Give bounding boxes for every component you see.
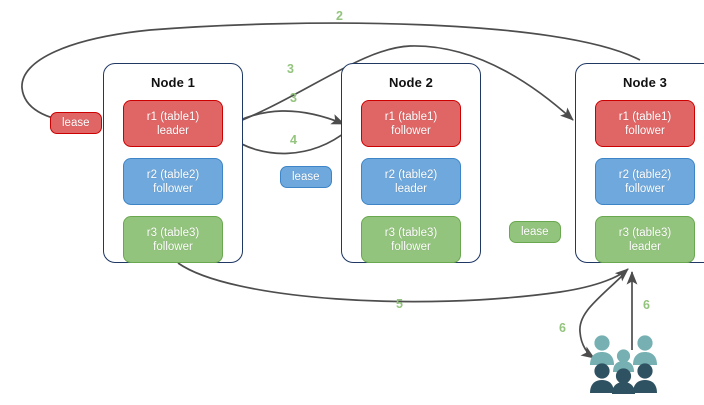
replica-name: r1 (table1) — [384, 110, 438, 123]
arrow-step-6 — [579, 271, 627, 359]
node-card-node-1[interactable]: Node 1 r1 (table1) leader r2 (table2) fo… — [103, 63, 243, 263]
node-title: Node 3 — [623, 75, 667, 90]
arrow-step-5 — [177, 262, 629, 303]
replica-role: follower — [391, 124, 431, 137]
node-card-node-2[interactable]: Node 2 r1 (table1) follower r2 (table2) … — [341, 63, 481, 263]
replica-role: leader — [395, 182, 427, 195]
replica-box-r3[interactable]: r3 (table3) follower — [123, 216, 223, 263]
arrow-step-4 — [229, 129, 349, 155]
replica-role: leader — [157, 124, 189, 137]
replica-box-r1[interactable]: r1 (table1) leader — [123, 100, 223, 147]
replica-name: r2 (table2) — [384, 168, 438, 181]
step-label-3-upper: 3 — [287, 62, 294, 76]
replica-role: leader — [629, 240, 661, 253]
replica-name: r3 (table3) — [146, 226, 200, 239]
users-icon — [588, 332, 660, 394]
node-title: Node 1 — [151, 75, 195, 90]
step-label-6: 6 — [559, 321, 566, 335]
replica-name: r3 (table3) — [384, 226, 438, 239]
replica-name: r2 (table2) — [618, 168, 672, 181]
replica-role: follower — [153, 182, 193, 195]
lease-label: lease — [292, 171, 320, 183]
lease-badge-table3[interactable]: lease — [509, 221, 561, 243]
lease-badge-table1[interactable]: lease — [50, 112, 102, 134]
replica-box-r3[interactable]: r3 (table3) leader — [595, 216, 695, 263]
replica-box-r2[interactable]: r2 (table2) leader — [361, 158, 461, 205]
replica-box-r2[interactable]: r2 (table2) follower — [123, 158, 223, 205]
arrow-step-2 — [21, 22, 641, 127]
step-label-4: 4 — [290, 133, 297, 147]
replica-name: r1 (table1) — [618, 110, 672, 123]
replica-box-r1[interactable]: r1 (table1) follower — [595, 100, 695, 147]
step-label-5: 5 — [396, 297, 403, 311]
replica-role: follower — [625, 182, 665, 195]
replica-name: r1 (table1) — [146, 110, 200, 123]
replica-box-r2[interactable]: r2 (table2) follower — [595, 158, 695, 205]
step-label-3-lower: 3 — [290, 91, 297, 105]
replica-box-r1[interactable]: r1 (table1) follower — [361, 100, 461, 147]
node-card-node-3[interactable]: Node 3 r1 (table1) follower r2 (table2) … — [575, 63, 704, 263]
lease-badge-table2[interactable]: lease — [280, 166, 332, 188]
lease-label: lease — [62, 117, 90, 129]
replica-role: follower — [153, 240, 193, 253]
node-title: Node 2 — [389, 75, 433, 90]
replica-role: follower — [625, 124, 665, 137]
replica-role: follower — [391, 240, 431, 253]
lease-label: lease — [521, 226, 549, 238]
arrow-step-3-to-node3 — [221, 45, 574, 129]
step-label-1: 6 — [643, 298, 650, 312]
replica-name: r2 (table2) — [146, 168, 200, 181]
replica-name: r3 (table3) — [618, 226, 672, 239]
replica-box-r3[interactable]: r3 (table3) follower — [361, 216, 461, 263]
step-label-2: 2 — [336, 9, 343, 23]
